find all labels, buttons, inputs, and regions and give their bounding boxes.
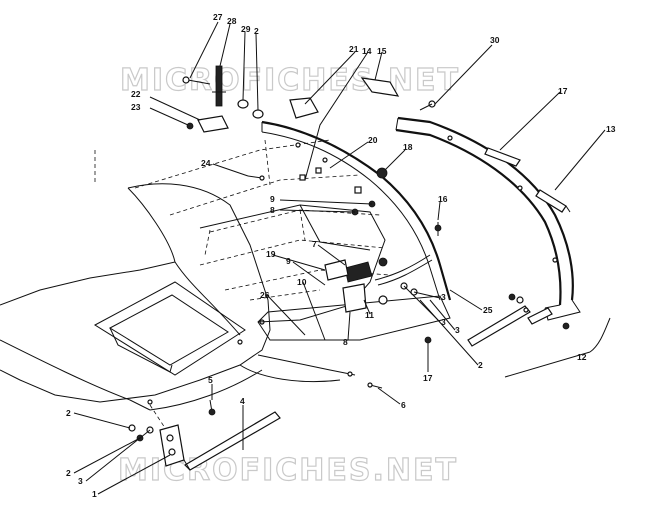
label-25: 25 — [483, 305, 493, 315]
label-18: 18 — [403, 142, 413, 152]
label-11: 11 — [365, 310, 374, 320]
label-8-low: 8 — [343, 337, 348, 347]
label-3-left: 3 — [78, 476, 83, 486]
label-24: 24 — [201, 158, 211, 168]
label-27: 27 — [213, 12, 223, 22]
label-2-left: 2 — [66, 408, 71, 418]
label-10: 10 — [297, 277, 307, 287]
bulkhead-pan — [94, 139, 451, 341]
label-17-top: 17 — [558, 86, 568, 96]
label-9-top: 9 — [270, 194, 275, 204]
label-3-a: 3 — [441, 292, 446, 302]
label-2-top: 2 — [254, 26, 259, 36]
label-29: 29 — [241, 24, 251, 34]
label-3-b: 3 — [441, 317, 446, 327]
label-2-right: 2 — [478, 360, 483, 370]
label-21: 21 — [349, 44, 359, 54]
label-30: 30 — [490, 35, 500, 45]
label-22: 22 — [131, 89, 141, 99]
label-17-low: 17 — [423, 373, 433, 383]
callout-labels: 27 28 29 2 21 14 15 22 23 30 17 13 20 18… — [66, 12, 616, 499]
label-28: 28 — [227, 16, 237, 26]
label-15: 15 — [377, 46, 387, 56]
label-1: 1 — [92, 489, 97, 499]
label-3-c: 3 — [455, 325, 460, 335]
label-12: 12 — [577, 352, 587, 362]
watermark-top: MICROFICHES.NET — [120, 63, 460, 98]
label-8-top: 8 — [270, 205, 275, 215]
label-23: 23 — [131, 102, 141, 112]
front-bracket — [149, 404, 281, 471]
hardware — [128, 65, 570, 442]
label-6: 6 — [401, 400, 406, 410]
hood-body — [0, 183, 356, 411]
label-7: 7 — [312, 239, 317, 249]
label-20: 20 — [368, 135, 378, 145]
label-5: 5 — [208, 375, 213, 385]
label-13: 13 — [606, 124, 616, 134]
label-19: 19 — [266, 249, 276, 259]
label-4: 4 — [240, 396, 245, 406]
leader-lines — [73, 21, 606, 495]
label-16: 16 — [438, 194, 448, 204]
bumper-assembly — [395, 116, 581, 321]
label-26: 26 — [260, 290, 270, 300]
lower-bracket — [467, 305, 611, 378]
label-9-mid: 9 — [286, 256, 291, 266]
label-2-bottom: 2 — [66, 468, 71, 478]
label-14: 14 — [362, 46, 372, 56]
